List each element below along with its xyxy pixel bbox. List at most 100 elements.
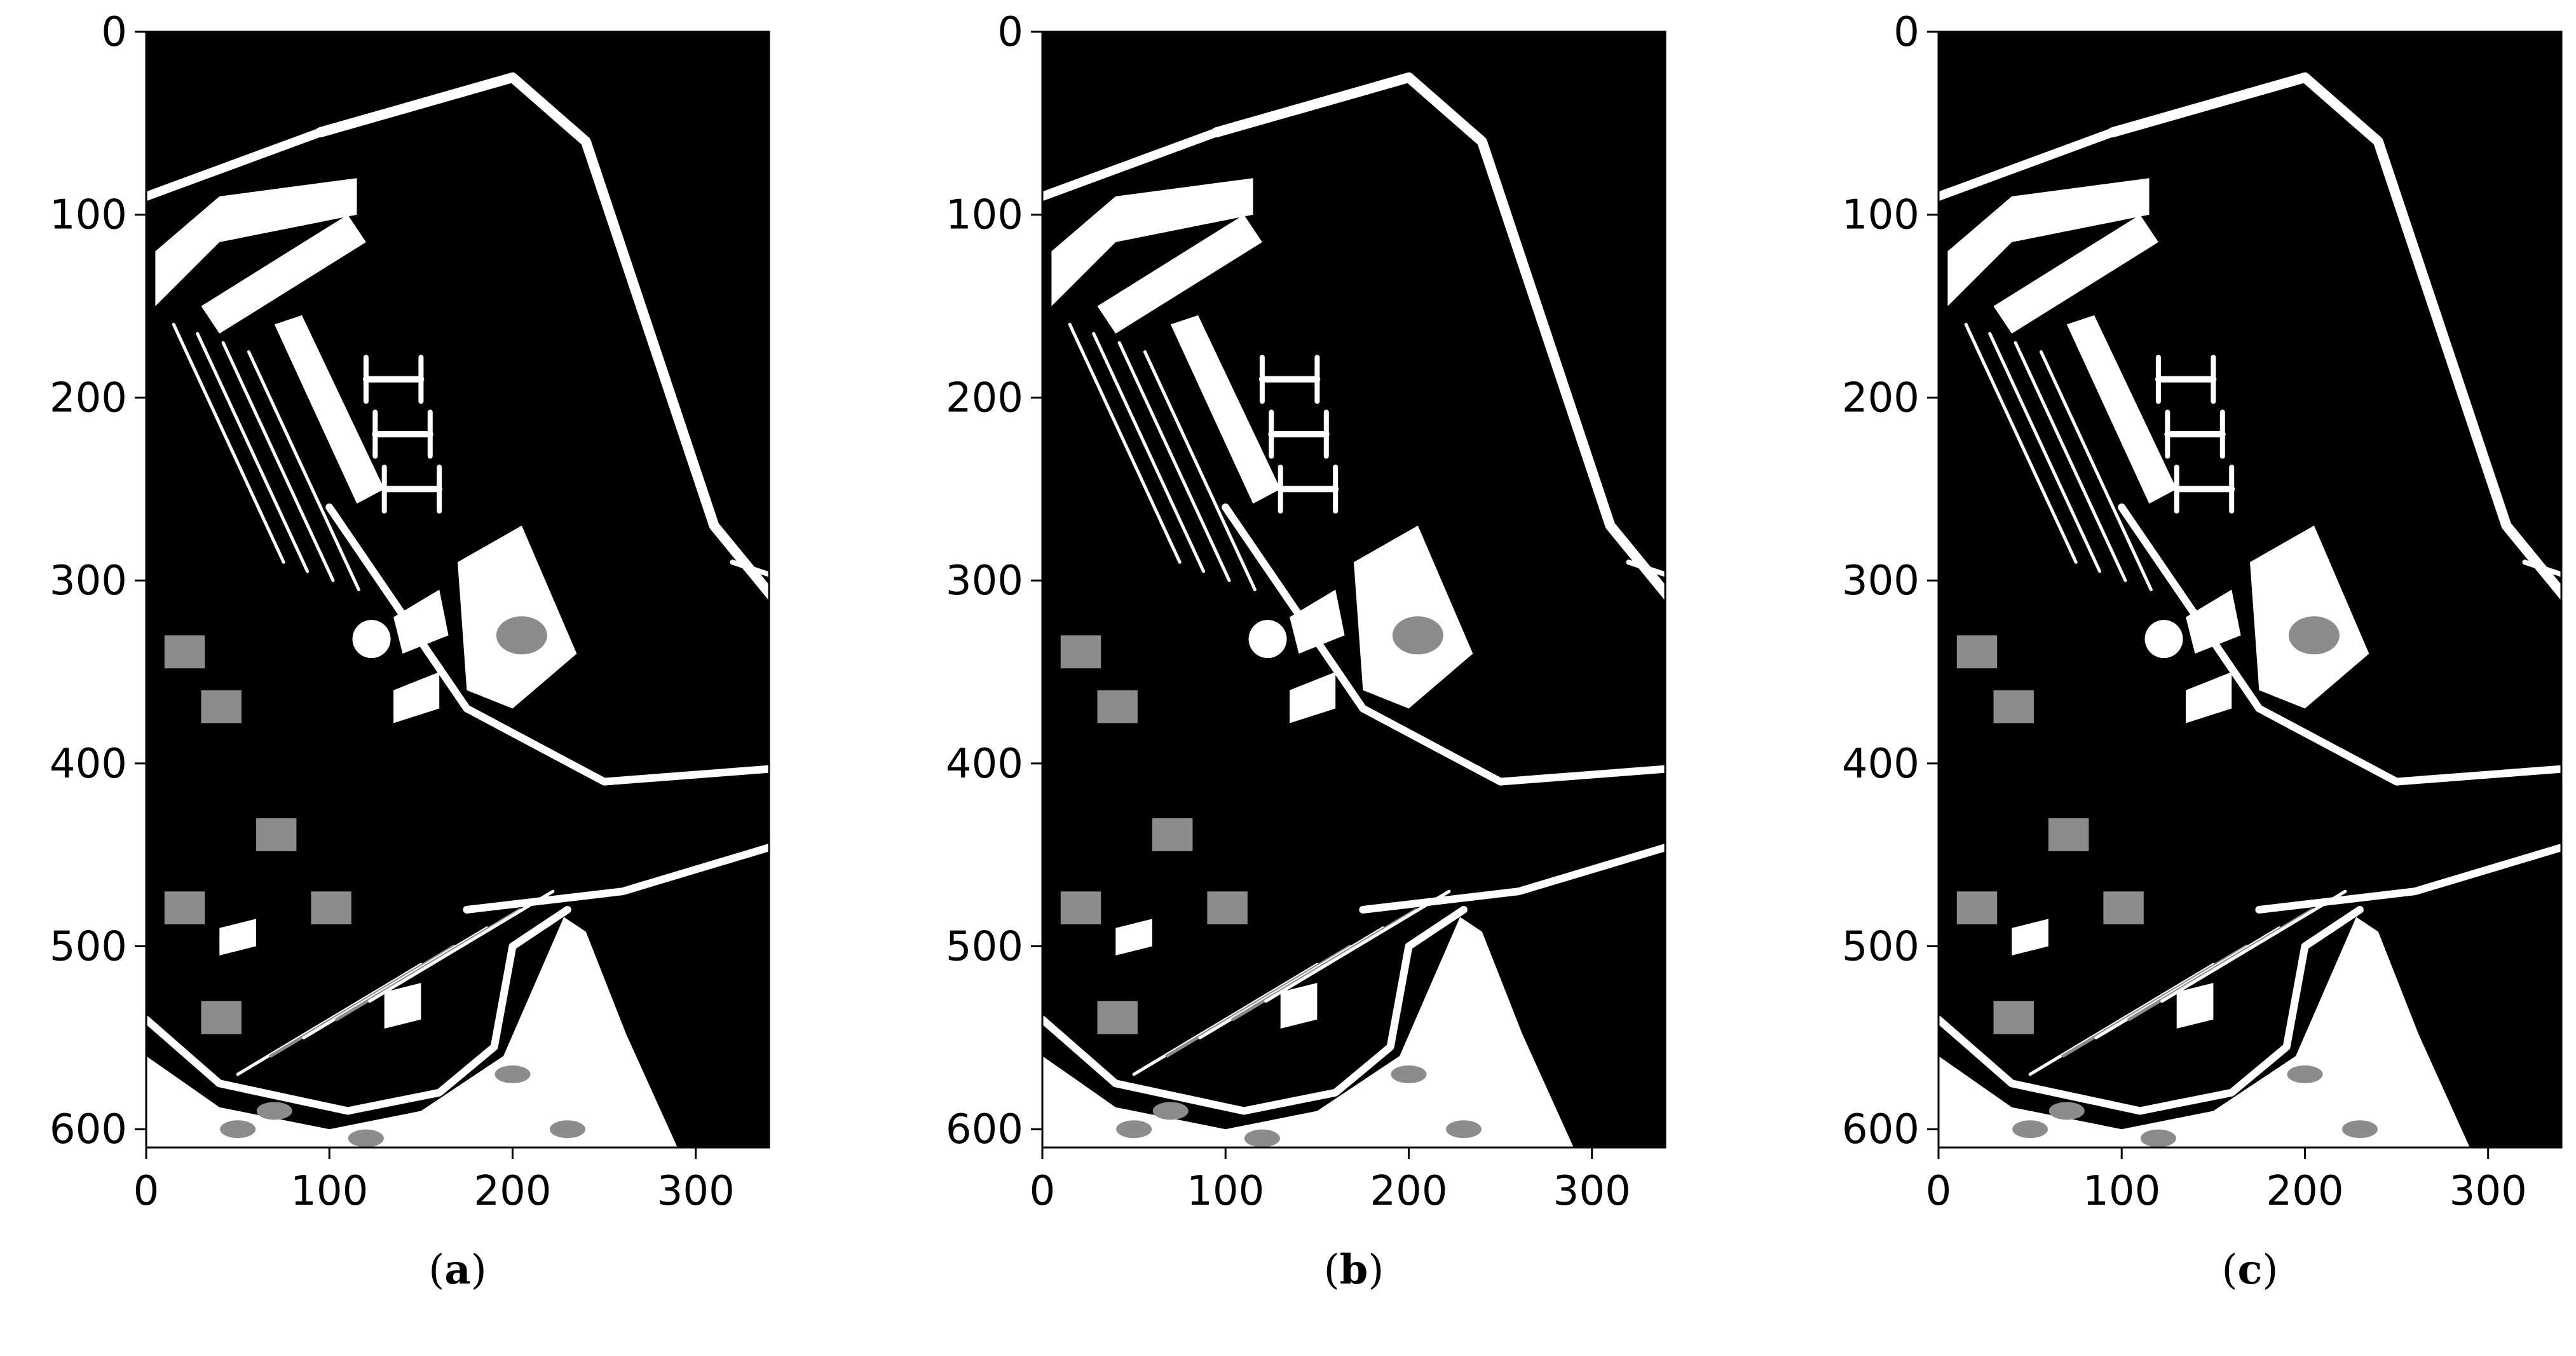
y-tick-label: 600 — [946, 1106, 1023, 1153]
building-long — [1170, 315, 1281, 504]
building-top-left — [1947, 178, 2150, 306]
round-building — [2144, 620, 2183, 659]
gray-structure — [201, 1001, 242, 1034]
road-main-diagonal — [2107, 72, 2561, 601]
small-building — [1115, 919, 1152, 955]
y-tick-label: 200 — [50, 374, 127, 421]
meadow-region — [1042, 917, 1574, 1147]
small-building — [1290, 589, 1345, 654]
x-tick-label: 100 — [2083, 1168, 2160, 1215]
gray-structure — [1152, 818, 1193, 851]
meadow-patch — [256, 1102, 292, 1120]
building-top-left — [1051, 178, 1253, 306]
y-tick-label: 0 — [997, 9, 1023, 56]
gray-structure — [1993, 690, 2034, 723]
x-tick-label: 100 — [1187, 1168, 1264, 1215]
parking-stripe — [1117, 341, 1231, 582]
building-top-left — [155, 178, 357, 306]
meadow-patch — [348, 1129, 384, 1147]
parking-stripe — [1092, 332, 1206, 573]
gray-structure — [164, 891, 205, 924]
y-tick-label: 300 — [946, 558, 1023, 605]
y-tick-label: 0 — [1893, 9, 1919, 56]
meadow-patch — [549, 1120, 585, 1139]
x-tick-label: 200 — [2266, 1168, 2343, 1215]
round-building — [1248, 620, 1287, 659]
lower-parking-stripe — [2160, 889, 2347, 1003]
small-building — [2186, 672, 2232, 723]
meadow-patch — [2287, 1065, 2323, 1083]
parking-stripe — [1143, 350, 1257, 591]
panel-label: b — [1339, 1246, 1368, 1294]
meadow-patch — [2341, 1120, 2378, 1139]
y-tick-label: 100 — [946, 192, 1023, 239]
gray-structure — [1060, 891, 1101, 924]
round-building — [352, 620, 391, 659]
x-tick-label: 0 — [1030, 1168, 1056, 1215]
x-tick-label: 300 — [1553, 1168, 1631, 1215]
axes-frame — [1937, 31, 2563, 1149]
small-building — [2186, 589, 2241, 654]
small-building — [393, 589, 449, 654]
meadow-patch — [2140, 1129, 2176, 1147]
gray-structure — [1207, 891, 1248, 924]
panel-label: c — [2237, 1246, 2263, 1294]
meadow-patch — [220, 1120, 256, 1139]
parking-stripe — [196, 332, 310, 573]
panel-caption-a: (a) — [428, 1246, 487, 1294]
lower-parking-stripe — [368, 889, 555, 1003]
central-building-patch — [1392, 616, 1443, 655]
road-main-diagonal — [315, 72, 769, 601]
panel-label: a — [444, 1246, 471, 1294]
gray-structure — [311, 891, 351, 924]
small-building — [2176, 983, 2214, 1029]
road-stub — [1626, 559, 1665, 577]
x-tick-label: 300 — [2450, 1168, 2527, 1215]
classification-map — [1939, 32, 2561, 1147]
meadow-patch — [2012, 1120, 2048, 1139]
meadow-region — [1939, 917, 2470, 1147]
road-curve — [1042, 906, 1468, 1115]
road-curve — [1939, 906, 2364, 1115]
parking-stripe — [1988, 332, 2102, 573]
y-tick-label: 600 — [50, 1106, 127, 1153]
small-building — [384, 983, 421, 1029]
parking-stripe — [1068, 322, 1182, 564]
y-tick-label: 200 — [946, 374, 1023, 421]
meadow-patch — [2048, 1102, 2085, 1120]
gray-structure — [1097, 690, 1138, 723]
gray-structure — [1060, 635, 1101, 669]
small-building — [219, 919, 256, 955]
parking-stripe — [2014, 341, 2127, 582]
building-long — [2066, 315, 2177, 504]
gray-structure — [1956, 891, 1998, 924]
gray-structure — [2048, 818, 2089, 851]
x-tick-label: 200 — [1370, 1168, 1447, 1215]
parking-stripe — [221, 341, 335, 582]
y-tick-label: 300 — [1842, 558, 1919, 605]
small-building — [393, 672, 440, 723]
building-long — [274, 315, 385, 504]
gray-structure — [2103, 891, 2144, 924]
panel-caption-c: (c) — [2221, 1246, 2279, 1294]
central-building-patch — [496, 616, 547, 655]
classification-map — [1042, 32, 1665, 1147]
small-building — [1280, 983, 1318, 1029]
road-upper-left — [1042, 128, 1221, 201]
y-tick-label: 0 — [101, 9, 127, 56]
building-strip — [201, 214, 366, 334]
y-tick-label: 500 — [1842, 924, 1919, 971]
building-strip — [1993, 214, 2158, 334]
road-upper-left — [1939, 128, 2117, 201]
panel-caption-b: (b) — [1323, 1246, 1384, 1294]
y-tick-label: 400 — [1842, 741, 1919, 788]
parking-stripe — [247, 350, 360, 591]
x-tick-label: 100 — [290, 1168, 368, 1215]
road-curve — [146, 906, 571, 1115]
x-tick-label: 300 — [657, 1168, 735, 1215]
gray-structure — [1956, 635, 1998, 669]
